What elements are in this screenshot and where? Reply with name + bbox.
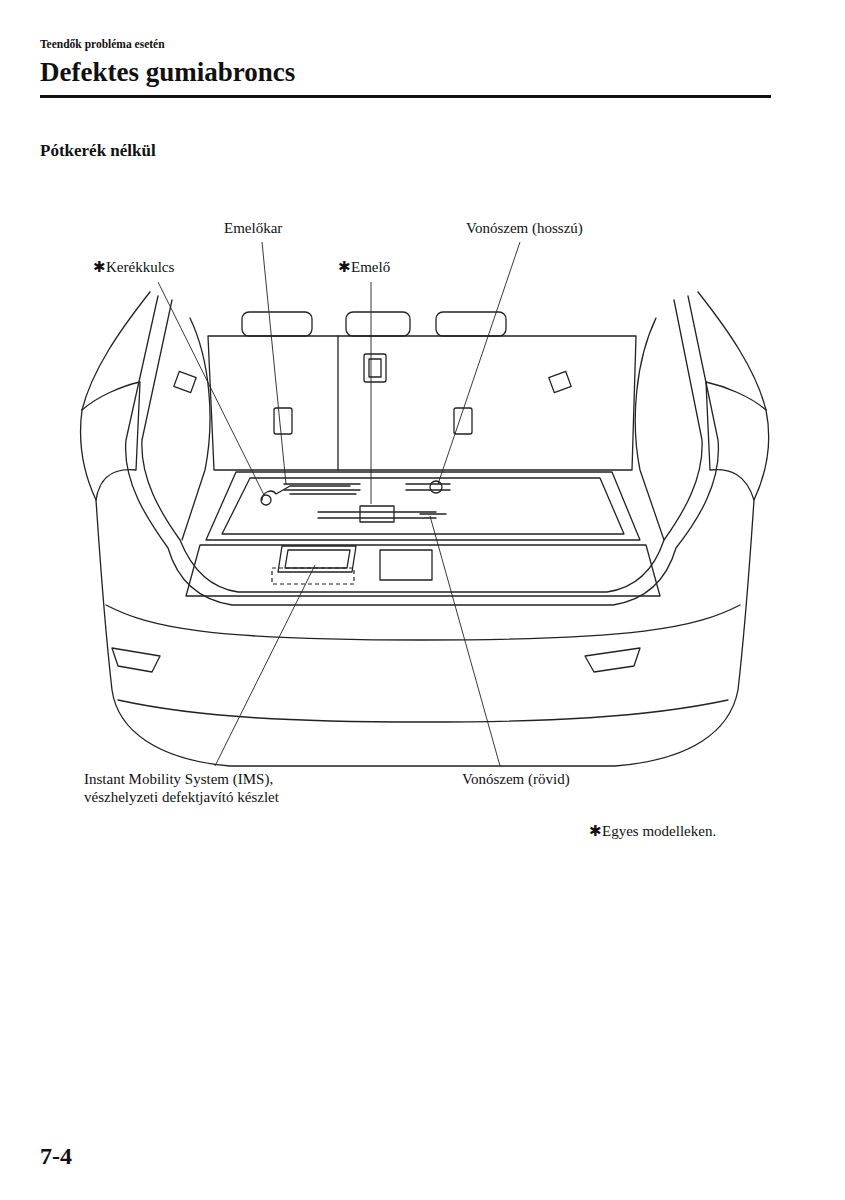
part-label: ✱Kerékkulcs <box>93 258 174 276</box>
part-label: Instant Mobility System (IMS), vészhelyz… <box>84 770 334 806</box>
part-label: ✱Emelő <box>338 258 390 276</box>
page-title: Defektes gumiabroncs <box>40 56 295 88</box>
page-number: 7-4 <box>40 1142 72 1171</box>
section-heading: Pótkerék nélkül <box>40 141 156 161</box>
footnote: ✱Egyes modelleken. <box>589 822 716 840</box>
ims-dashed-outline <box>272 568 354 584</box>
part-label: Emelőkar <box>224 219 282 237</box>
running-header: Teendők probléma esetén <box>40 38 165 52</box>
part-label: Vonószem (rövid) <box>462 770 570 788</box>
heading-rule <box>40 95 771 98</box>
part-label: Vonószem (hosszú) <box>466 219 583 237</box>
car-drawing <box>81 292 769 766</box>
leader-lines <box>158 242 520 766</box>
